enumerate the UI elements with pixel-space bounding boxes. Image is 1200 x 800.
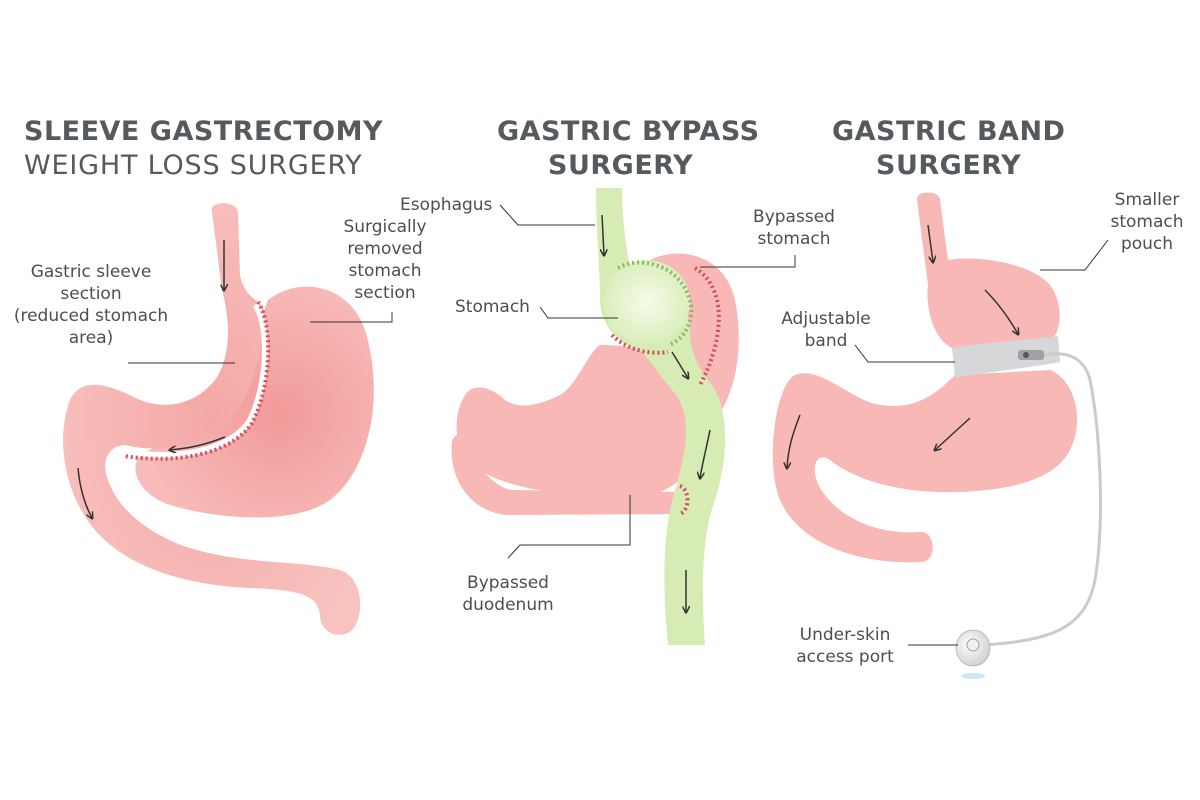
staple-line [693,266,721,386]
bypass-title-line2: SURGERY [548,150,694,181]
sleeve-title-line2: WEIGHT LOSS SURGERY [24,150,363,181]
leader-line [310,312,393,323]
adjustable-band [952,336,1060,378]
leader-line [539,306,618,319]
flow-arrow-icon [984,289,1018,334]
label-line: band [804,331,848,351]
label-line: Stomach [455,297,530,317]
staple-line [123,300,271,461]
leader-line [700,255,796,268]
label-adjustable-band: Adjustable band [768,308,884,352]
label-line: pouch [1120,234,1174,254]
flow-arrow-icon [927,224,933,262]
label-line: Bypassed [467,573,549,593]
label-line: area) [68,328,114,348]
label-line: stomach [348,261,422,281]
leader-line [507,495,631,559]
label-smaller-stomach-pouch: Smaller stomach pouch [1098,189,1196,255]
flow-arrow-icon [671,351,688,378]
label-line: Bypassed [753,207,835,227]
label-line: stomach [1110,212,1184,232]
leader-line [854,344,955,363]
sleeve-title-line1: SLEEVE GASTRECTOMY [24,116,384,147]
sleeve-gastrectomy-illustration [63,203,393,635]
label-line: removed [347,239,423,259]
gastric-sleeve [63,203,361,635]
band-title-line1: GASTRIC BAND [832,116,1066,147]
label-removed-stomach-section: Surgically removed stomach section [330,216,440,304]
duodenum-limb [451,420,689,515]
label-line: Smaller [1114,190,1180,210]
flow-arrow-icon [170,436,226,450]
label-line: (reduced stomach [13,306,169,326]
bypass-title-line1: GASTRIC BYPASS [497,116,760,147]
label-line: duodenum [462,595,554,615]
flow-arrow-icon [700,429,711,478]
flow-arrow-icon [935,417,971,450]
label-access-port: Under-skin access port [782,624,908,668]
stomach-pouch [604,260,690,344]
band-title-line2: SURGERY [876,150,1022,181]
label-bypassed-stomach: Bypassed stomach [745,206,843,250]
label-gastric-sleeve-section: Gastric sleeve section (reduced stomach … [2,261,180,349]
label-line: Gastric sleeve [30,262,152,282]
smaller-stomach-pouch [916,192,1060,350]
gastric-bypass-illustration [451,188,796,645]
label-line: Esophagus [400,195,493,215]
label-line: Surgically [343,217,427,237]
flow-arrow-icon [77,467,92,518]
label-line: section [354,283,416,303]
label-esophagus: Esophagus [400,194,492,216]
leader-line [499,204,595,226]
gastric-band-illustration [772,192,1109,679]
flow-arrow-icon [787,414,801,468]
lower-stomach [772,370,1078,563]
label-line: section [60,284,122,304]
bypassed-duodenum [456,345,706,502]
flow-arrow-icon [602,214,604,255]
leader-line [1040,239,1109,271]
label-stomach: Stomach [455,296,530,318]
label-bypassed-duodenum: Bypassed duodenum [458,572,558,616]
band-connector [1018,350,1044,360]
label-line: Adjustable [781,309,871,329]
label-line: stomach [757,229,831,249]
label-line: Under-skin [799,625,891,645]
staple-line [678,484,690,516]
port-tube [984,352,1102,647]
staple-line [616,260,694,347]
label-line: access port [796,647,894,667]
